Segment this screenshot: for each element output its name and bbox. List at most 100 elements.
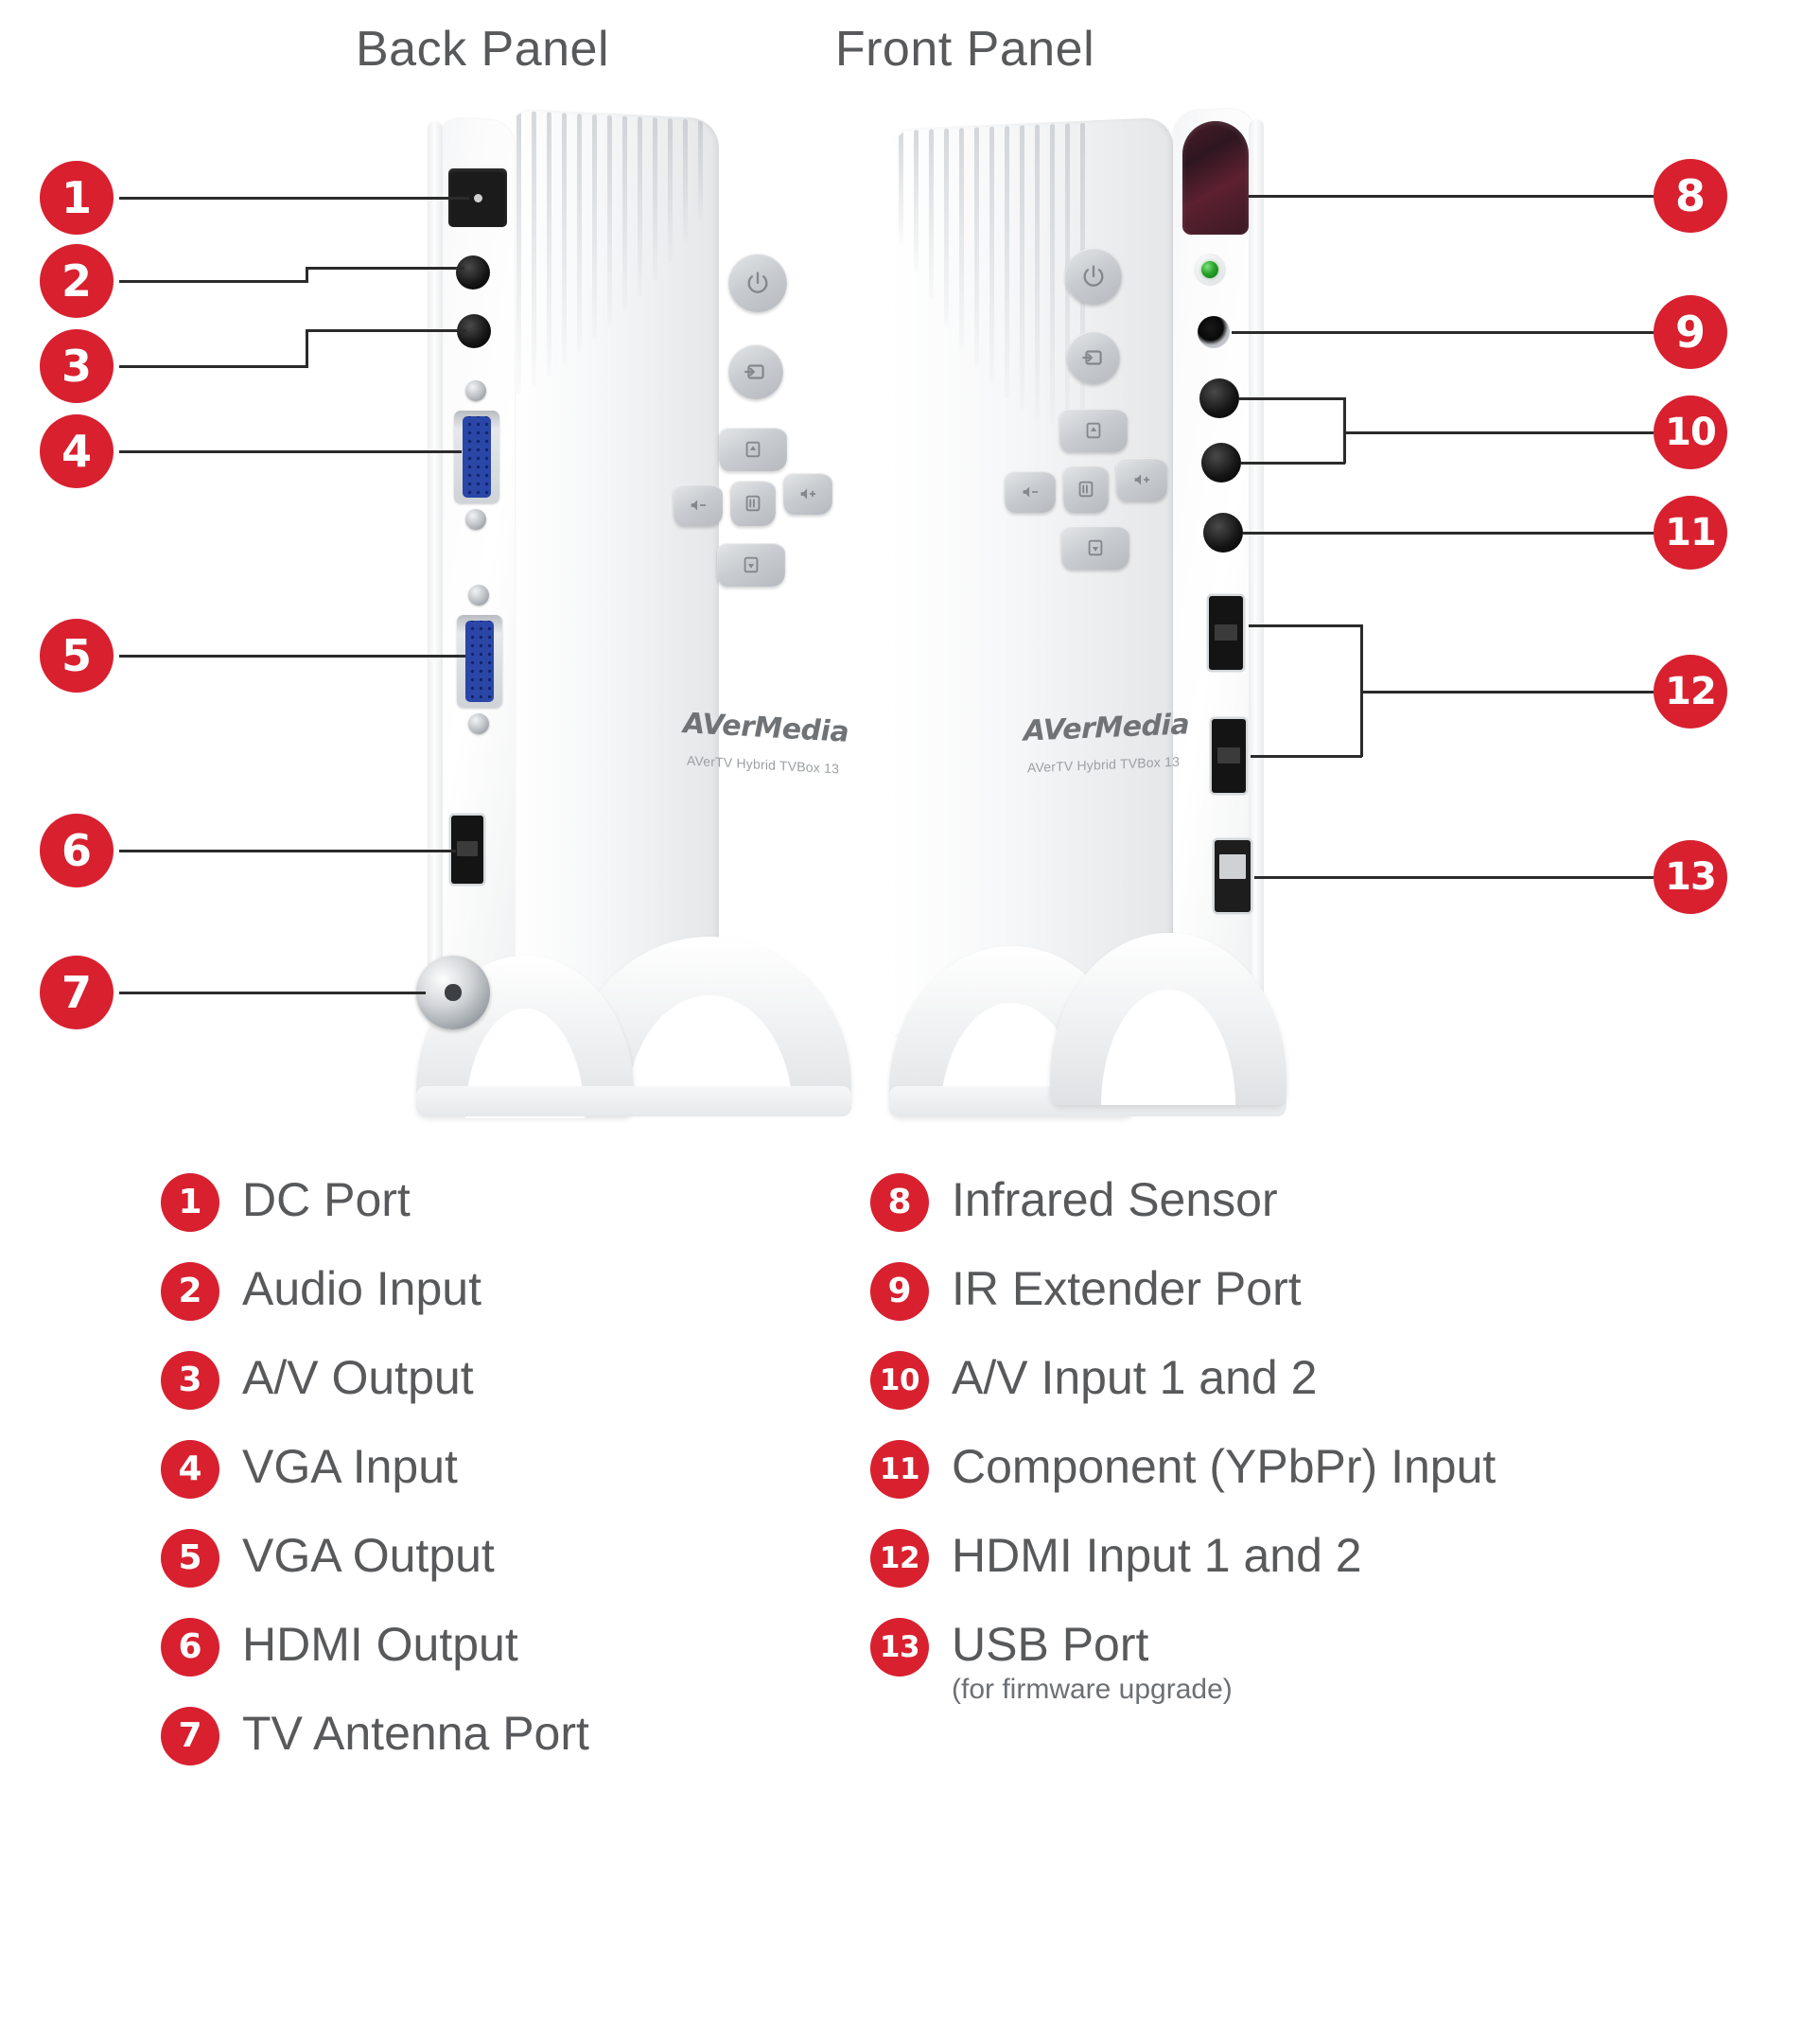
legend-label-10: A/V Input 1 and 2 bbox=[952, 1351, 1318, 1404]
front-volume-up-button[interactable] bbox=[1116, 458, 1167, 501]
back-source-button[interactable] bbox=[728, 344, 783, 399]
callout-badge-8: 8 bbox=[1654, 159, 1727, 233]
legend-label-5: VGA Output bbox=[242, 1529, 495, 1582]
legend-item-4: 4 VGA Input bbox=[161, 1440, 880, 1529]
callout-leader-2c bbox=[306, 267, 464, 270]
tv-antenna-port bbox=[416, 956, 490, 1029]
back-device-vent-fins bbox=[511, 110, 717, 432]
callout-badge-7: 7 bbox=[40, 956, 114, 1029]
legend-label-2: Audio Input bbox=[242, 1262, 481, 1315]
legend-label-1: DC Port bbox=[242, 1173, 411, 1226]
callout-badge-13: 13 bbox=[1654, 840, 1727, 914]
callout-badge-4: 4 bbox=[40, 414, 114, 488]
callout-badge-5: 5 bbox=[40, 619, 114, 693]
front-power-button[interactable] bbox=[1065, 248, 1122, 305]
callout-badge-9: 9 bbox=[1654, 295, 1727, 369]
callout-leader-4 bbox=[119, 450, 462, 453]
front-source-button[interactable] bbox=[1067, 331, 1120, 384]
legend-item-8: 8 Infrared Sensor bbox=[870, 1173, 1778, 1262]
hdmi-output-port bbox=[451, 816, 483, 884]
legend-item-1: 1 DC Port bbox=[161, 1173, 880, 1262]
legend-item-3: 3 A/V Output bbox=[161, 1351, 880, 1440]
av-input-2-jack bbox=[1201, 443, 1241, 483]
callout-leader-6 bbox=[119, 850, 456, 852]
back-volume-down-button[interactable] bbox=[674, 484, 723, 526]
callout-leader-12b bbox=[1360, 624, 1363, 757]
back-power-button[interactable] bbox=[728, 254, 787, 312]
legend: 1 DC Port 2 Audio Input 3 A/V Output 4 V… bbox=[0, 1173, 1820, 2025]
front-volume-down-button[interactable] bbox=[1005, 471, 1056, 513]
legend-label-11: Component (YPbPr) Input bbox=[952, 1440, 1496, 1493]
legend-label-13: USB Port bbox=[952, 1618, 1149, 1671]
front-device-brand: AVerMedia bbox=[1024, 708, 1190, 748]
legend-label-3: A/V Output bbox=[242, 1351, 474, 1404]
legend-badge-5: 5 bbox=[161, 1529, 219, 1588]
legend-label-12: HDMI Input 1 and 2 bbox=[952, 1529, 1362, 1582]
callout-leader-8 bbox=[1249, 195, 1654, 198]
callout-badge-11: 11 bbox=[1654, 496, 1727, 570]
legend-label-8: Infrared Sensor bbox=[952, 1173, 1278, 1226]
legend-badge-1: 1 bbox=[161, 1173, 219, 1232]
legend-item-6: 6 HDMI Output bbox=[161, 1618, 880, 1707]
legend-item-12: 12 HDMI Input 1 and 2 bbox=[870, 1529, 1778, 1618]
callout-badge-2: 2 bbox=[40, 244, 114, 318]
legend-badge-6: 6 bbox=[161, 1618, 219, 1677]
front-panel-title: Front Panel bbox=[834, 22, 1095, 77]
callout-leader-2b bbox=[306, 267, 308, 282]
back-menu-button[interactable] bbox=[730, 481, 776, 526]
legend-badge-13: 13 bbox=[870, 1618, 929, 1677]
av-input-1-jack bbox=[1199, 378, 1239, 418]
callout-leader-13 bbox=[1254, 876, 1654, 879]
callout-leader-3c bbox=[306, 329, 466, 332]
front-menu-button[interactable] bbox=[1063, 465, 1109, 513]
callout-leader-10a bbox=[1343, 431, 1654, 434]
legend-badge-9: 9 bbox=[870, 1262, 929, 1321]
legend-column-right: 8 Infrared Sensor 9 IR Extender Port 10 … bbox=[870, 1173, 1778, 1707]
callout-leader-5 bbox=[119, 655, 465, 658]
infrared-sensor-window bbox=[1182, 121, 1249, 235]
callout-leader-10b bbox=[1343, 397, 1346, 464]
back-channel-down-button[interactable] bbox=[717, 543, 785, 587]
front-channel-up-button[interactable] bbox=[1059, 409, 1128, 452]
legend-item-2: 2 Audio Input bbox=[161, 1262, 880, 1351]
vga-output-port bbox=[447, 585, 512, 734]
legend-item-7: 7 TV Antenna Port bbox=[161, 1707, 880, 1796]
legend-label-6: HDMI Output bbox=[242, 1618, 518, 1671]
back-volume-up-button[interactable] bbox=[783, 473, 832, 515]
callout-leader-9 bbox=[1232, 331, 1654, 334]
hdmi-input-1-port bbox=[1209, 596, 1243, 670]
ir-extender-port bbox=[1198, 316, 1230, 348]
callout-badge-3: 3 bbox=[40, 329, 114, 403]
legend-sublabel-13: (for firmware upgrade) bbox=[952, 1674, 1233, 1705]
callout-leader-12d bbox=[1251, 755, 1362, 758]
status-led-indicator bbox=[1194, 254, 1226, 286]
vga-input-port bbox=[445, 380, 509, 530]
front-device-vent-fins bbox=[893, 119, 1169, 452]
legend-badge-10: 10 bbox=[870, 1351, 929, 1410]
legend-badge-11: 11 bbox=[870, 1440, 929, 1499]
callout-badge-10: 10 bbox=[1654, 395, 1727, 469]
legend-badge-4: 4 bbox=[161, 1440, 219, 1499]
legend-badge-7: 7 bbox=[161, 1707, 219, 1765]
legend-item-5: 5 VGA Output bbox=[161, 1529, 880, 1618]
callout-leader-3a bbox=[119, 365, 308, 368]
callout-badge-6: 6 bbox=[40, 814, 114, 887]
callout-leader-3b bbox=[306, 329, 308, 367]
legend-label-9: IR Extender Port bbox=[952, 1262, 1302, 1315]
legend-item-11: 11 Component (YPbPr) Input bbox=[870, 1440, 1778, 1529]
audio-input-jack bbox=[456, 255, 490, 290]
legend-item-10: 10 A/V Input 1 and 2 bbox=[870, 1351, 1778, 1440]
component-ypbpr-input-jack bbox=[1203, 513, 1243, 553]
legend-label-4: VGA Input bbox=[242, 1440, 458, 1493]
callout-badge-12: 12 bbox=[1654, 655, 1727, 729]
callout-leader-7 bbox=[119, 992, 426, 994]
legend-badge-3: 3 bbox=[161, 1351, 219, 1410]
back-panel-title: Back Panel bbox=[355, 22, 610, 77]
back-channel-up-button[interactable] bbox=[719, 428, 787, 471]
hdmi-input-2-port bbox=[1212, 719, 1246, 793]
legend-label-7: TV Antenna Port bbox=[242, 1707, 589, 1760]
front-channel-down-button[interactable] bbox=[1061, 526, 1129, 570]
usb-port bbox=[1215, 840, 1251, 912]
callout-leader-1 bbox=[119, 197, 469, 200]
